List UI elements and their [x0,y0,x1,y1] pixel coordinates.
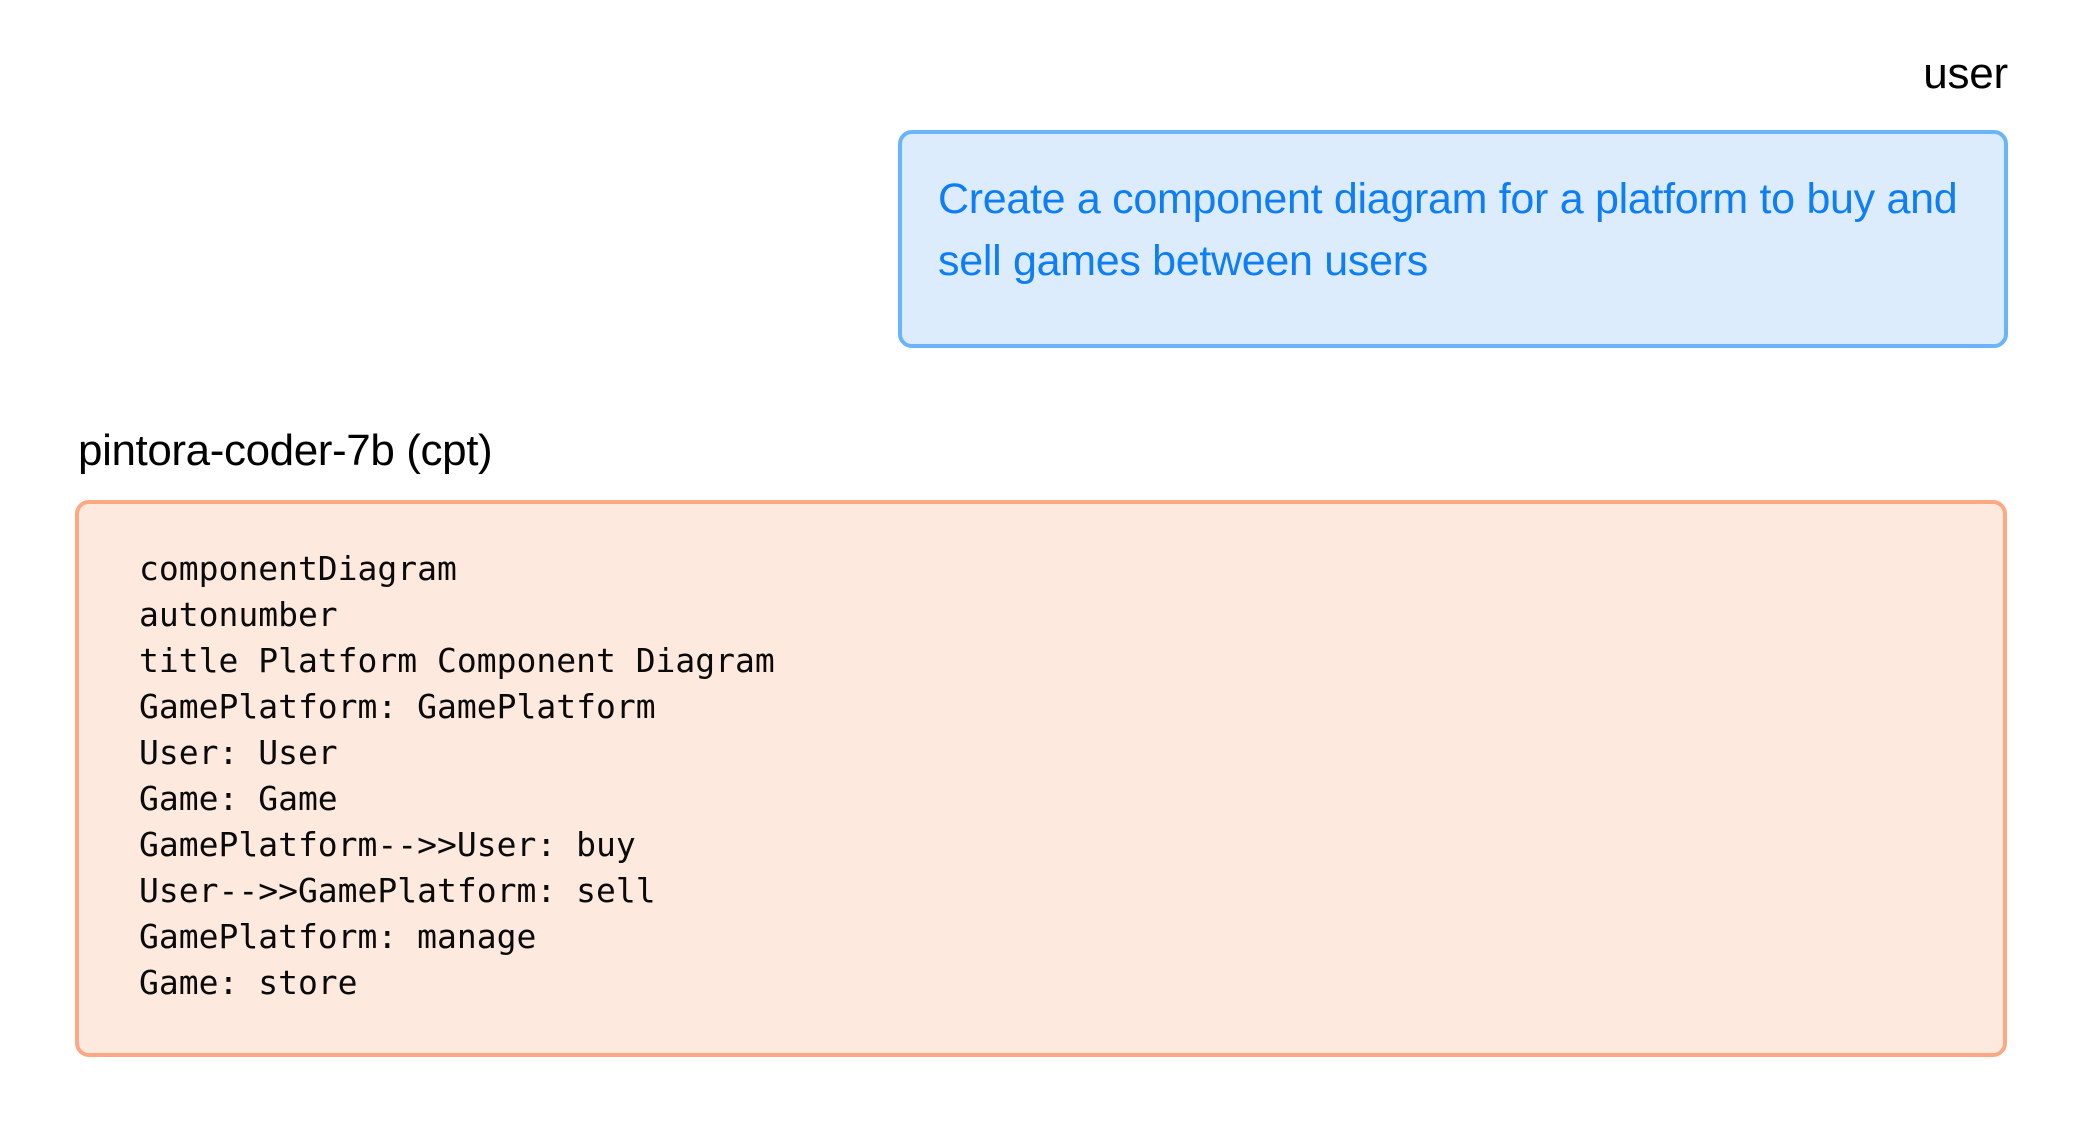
assistant-message-bubble: componentDiagram autonumber title Platfo… [75,500,2007,1057]
assistant-role-label: pintora-coder-7b (cpt) [78,426,493,475]
user-message-text: Create a component diagram for a platfor… [938,175,1970,285]
user-role-label: user [1923,49,2008,98]
assistant-code-block: componentDiagram autonumber title Platfo… [139,549,775,1002]
user-message-bubble: Create a component diagram for a platfor… [898,130,2008,348]
